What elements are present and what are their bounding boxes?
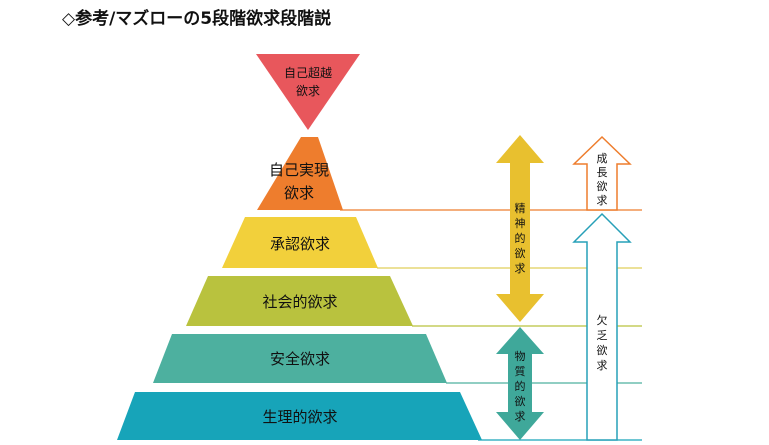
deficiency-char-4: 求 — [597, 359, 608, 372]
deficiency-char-3: 欲 — [597, 343, 608, 357]
material-char-4: 欲 — [515, 394, 526, 408]
pyramid-level-social: 社会的欲求 — [186, 276, 413, 326]
self-actualization-label-1: 自己実現 — [269, 161, 329, 179]
deficiency-char-1: 欠 — [597, 313, 608, 327]
safety-label: 安全欲求 — [270, 350, 330, 368]
material-char-1: 物 — [515, 349, 526, 363]
material-char-5: 求 — [515, 410, 526, 423]
self-actualization-label-2: 欲求 — [284, 184, 314, 202]
self-transcendence-triangle: 自己超越 欲求 — [256, 54, 360, 130]
self-transcendence-shape — [256, 54, 360, 130]
spiritual-char-5: 求 — [515, 262, 526, 275]
self-transcendence-label-2: 欲求 — [296, 84, 320, 98]
spiritual-char-3: 的 — [515, 231, 526, 245]
deficiency-needs-arrow: 欠 乏 欲 求 — [572, 212, 632, 441]
growth-char-4: 求 — [597, 194, 608, 207]
material-needs-arrow: 物 質 的 欲 求 — [496, 327, 544, 440]
material-char-2: 質 — [515, 364, 526, 378]
growth-char-1: 成 — [597, 152, 608, 165]
pyramid-level-safety: 安全欲求 — [153, 334, 447, 383]
deficiency-char-2: 乏 — [597, 329, 608, 342]
esteem-label: 承認欲求 — [270, 235, 330, 253]
pyramid-level-physiological: 生理的欲求 — [117, 392, 482, 440]
pyramid-level-self-actualization: 自己実現 欲求 — [257, 137, 343, 210]
spiritual-char-2: 神 — [515, 216, 526, 230]
self-transcendence-label-1: 自己超越 — [284, 65, 332, 80]
material-char-3: 的 — [515, 379, 526, 393]
spiritual-char-4: 欲 — [515, 246, 526, 260]
page-title: ◇参考/マズローの5段階欲求段階説 — [62, 9, 332, 29]
pyramid: 自己実現 欲求 承認欲求 社会的欲求 安全欲求 生理的欲求 — [117, 137, 482, 440]
spiritual-needs-arrow: 精 神 的 欲 求 — [496, 135, 544, 322]
social-label: 社会的欲求 — [262, 293, 337, 311]
growth-needs-arrow: 成 長 欲 求 — [572, 135, 632, 211]
growth-char-3: 欲 — [597, 179, 608, 193]
pyramid-level-esteem: 承認欲求 — [222, 217, 378, 268]
spiritual-char-1: 精 — [515, 202, 526, 215]
physiological-label: 生理的欲求 — [262, 408, 337, 426]
growth-char-2: 長 — [597, 166, 608, 179]
